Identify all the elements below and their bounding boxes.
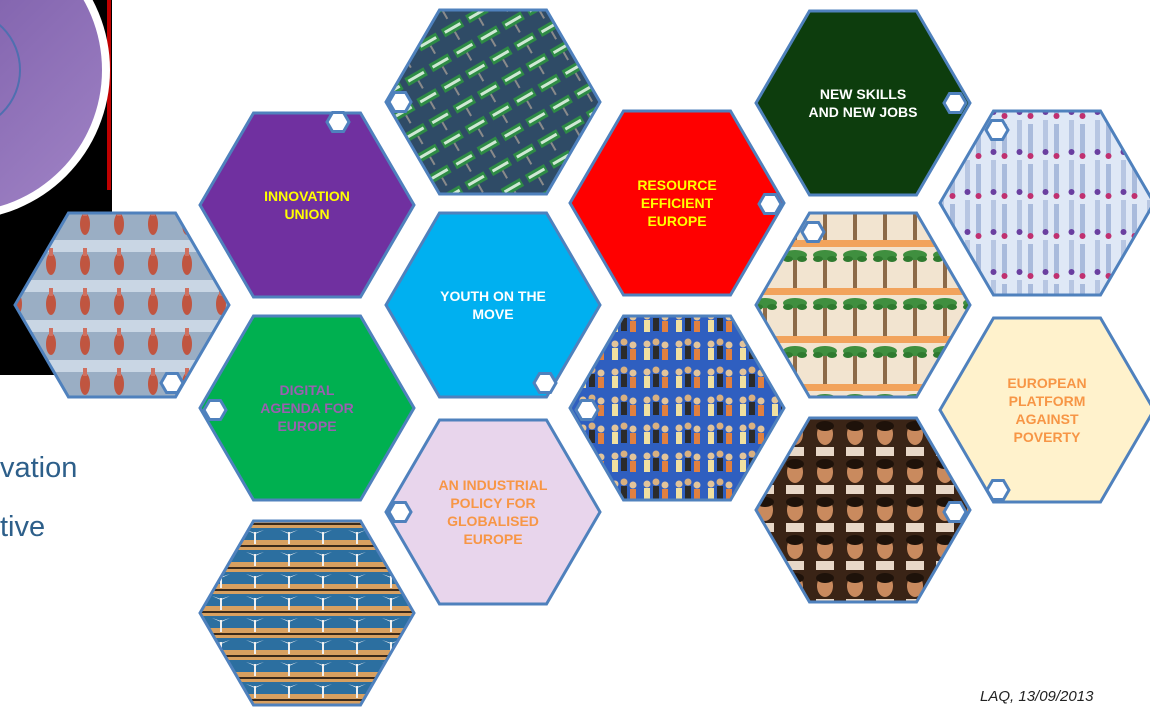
corner-badge-icon <box>325 111 351 133</box>
tile-faces <box>754 416 972 604</box>
hexagon-shape <box>568 109 786 297</box>
corner-badge-icon <box>984 119 1010 141</box>
tile-palm-trees <box>754 211 972 399</box>
hexagon-shape <box>198 111 416 299</box>
date-footer: LAQ, 13/09/2013 <box>980 688 1094 705</box>
hexagon-shape <box>938 316 1150 504</box>
test-tubes-pattern-icon <box>938 109 1150 297</box>
hexagon-shape <box>198 314 416 502</box>
tile-hands <box>13 211 231 399</box>
tile-people-group <box>568 314 786 502</box>
hexagon-shape <box>384 211 602 399</box>
tile-test-tubes <box>938 109 1150 297</box>
hexagon-shape <box>754 9 972 197</box>
hands-pattern-icon <box>13 211 231 399</box>
corner-badge-icon <box>202 399 228 421</box>
corner-badge-icon <box>159 372 185 394</box>
corner-badge-icon <box>574 399 600 421</box>
left-text-line-1: vation <box>0 452 78 484</box>
left-text-line-2: tive <box>0 511 46 543</box>
corner-badge-icon <box>757 193 783 215</box>
corner-badge-icon <box>942 501 968 523</box>
corner-badge-icon <box>800 221 826 243</box>
green-road-signs-pattern-icon <box>384 8 602 196</box>
hexagon-shape <box>384 418 602 606</box>
corner-badge-icon <box>387 501 413 523</box>
faces-pattern-icon <box>754 416 972 604</box>
corner-badge-icon <box>532 372 558 394</box>
people-group-pattern-icon <box>568 314 786 502</box>
palm-trees-pattern-icon <box>754 211 972 399</box>
tile-wind-turbines <box>198 519 416 707</box>
corner-badge-icon <box>985 479 1011 501</box>
corner-badge-icon <box>942 92 968 114</box>
corner-badge-icon <box>387 91 413 113</box>
tile-innovation-signs <box>384 8 602 196</box>
wind-turbines-pattern-icon <box>198 519 416 707</box>
